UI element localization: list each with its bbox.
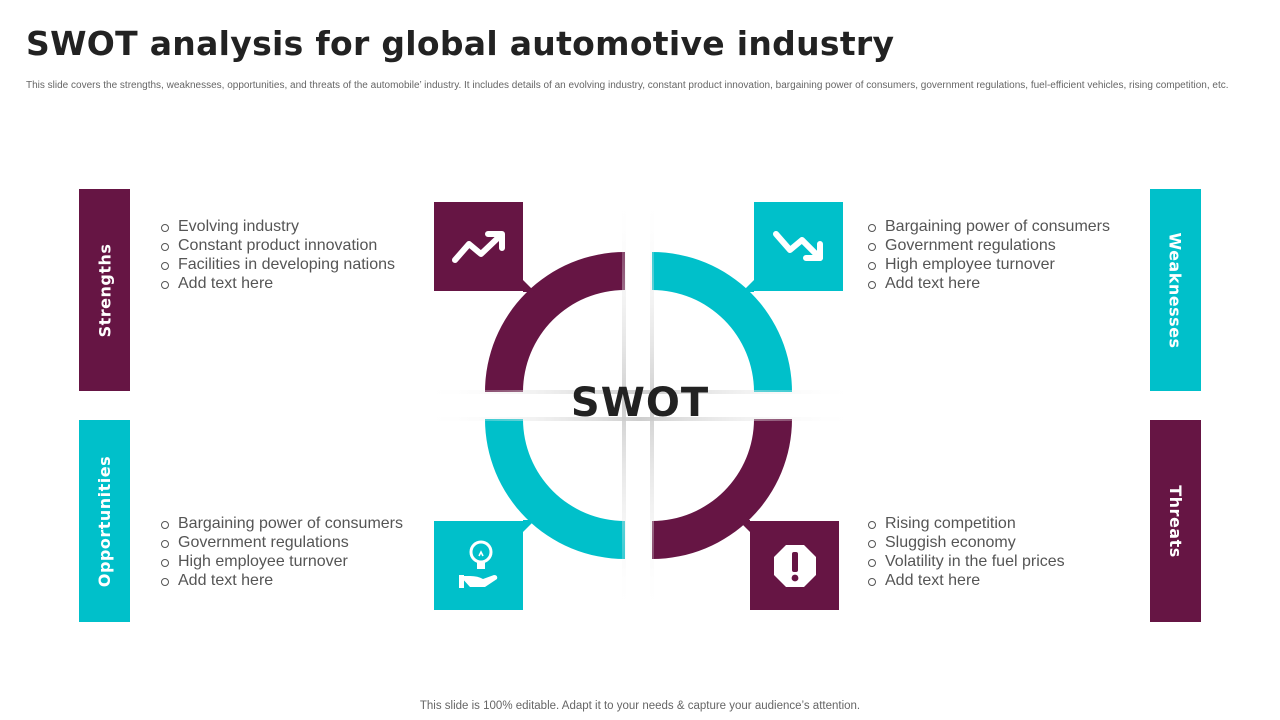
- list-item: Sluggish economy: [867, 533, 1065, 552]
- opportunities-list: Bargaining power of consumers Government…: [160, 514, 403, 590]
- list-item: Facilities in developing nations: [160, 255, 395, 274]
- list-item: Volatility in the fuel prices: [867, 552, 1065, 571]
- trend-up-icon: [452, 231, 505, 263]
- footer-note: This slide is 100% editable. Adapt it to…: [419, 700, 861, 712]
- opportunities-label-bar: Opportunities: [79, 420, 130, 622]
- connector-notch: [742, 280, 754, 292]
- weaknesses-ring-segment: [652, 252, 792, 392]
- list-item: Bargaining power of consumers: [867, 217, 1110, 236]
- connector-notch: [523, 280, 535, 292]
- list-item: High employee turnover: [867, 255, 1110, 274]
- warning-octagon-icon: [774, 545, 816, 587]
- threats-list: Rising competition Sluggish economy Vola…: [867, 514, 1065, 590]
- slide-title: SWOT analysis for global automotive indu…: [26, 24, 895, 63]
- list-item: Evolving industry: [160, 217, 395, 236]
- separator-line: [622, 195, 626, 615]
- list-item: Constant product innovation: [160, 236, 395, 255]
- connector-notch: [523, 520, 535, 532]
- strengths-label-bar: Strengths: [79, 189, 130, 391]
- opportunities-ring-segment: [485, 419, 625, 559]
- list-item: Rising competition: [867, 514, 1065, 533]
- strengths-list: Evolving industry Constant product innov…: [160, 217, 395, 293]
- weaknesses-label-bar: Weaknesses: [1150, 189, 1201, 391]
- list-item: Add text here: [160, 571, 403, 590]
- list-item: Government regulations: [160, 533, 403, 552]
- trend-down-icon: [773, 231, 823, 261]
- separator-line: [420, 417, 860, 421]
- threats-label-bar: Threats: [1150, 420, 1201, 622]
- list-item: High employee turnover: [160, 552, 403, 571]
- strengths-ring-segment: [485, 252, 625, 392]
- list-item: Add text here: [160, 274, 395, 293]
- separator-line: [420, 390, 860, 394]
- swot-center-label: SWOT: [570, 380, 710, 426]
- lightbulb-hand-icon: [459, 540, 498, 588]
- list-item: Add text here: [867, 571, 1065, 590]
- strengths-icon-box: [434, 202, 523, 291]
- list-item: Government regulations: [867, 236, 1110, 255]
- list-item: Bargaining power of consumers: [160, 514, 403, 533]
- threats-ring-segment: [652, 419, 792, 559]
- list-item: Add text here: [867, 274, 1110, 293]
- separator-line: [650, 195, 654, 615]
- connector-notch: [738, 520, 750, 532]
- slide-description: This slide covers the strengths, weaknes…: [26, 80, 1229, 91]
- weaknesses-list: Bargaining power of consumers Government…: [867, 217, 1110, 293]
